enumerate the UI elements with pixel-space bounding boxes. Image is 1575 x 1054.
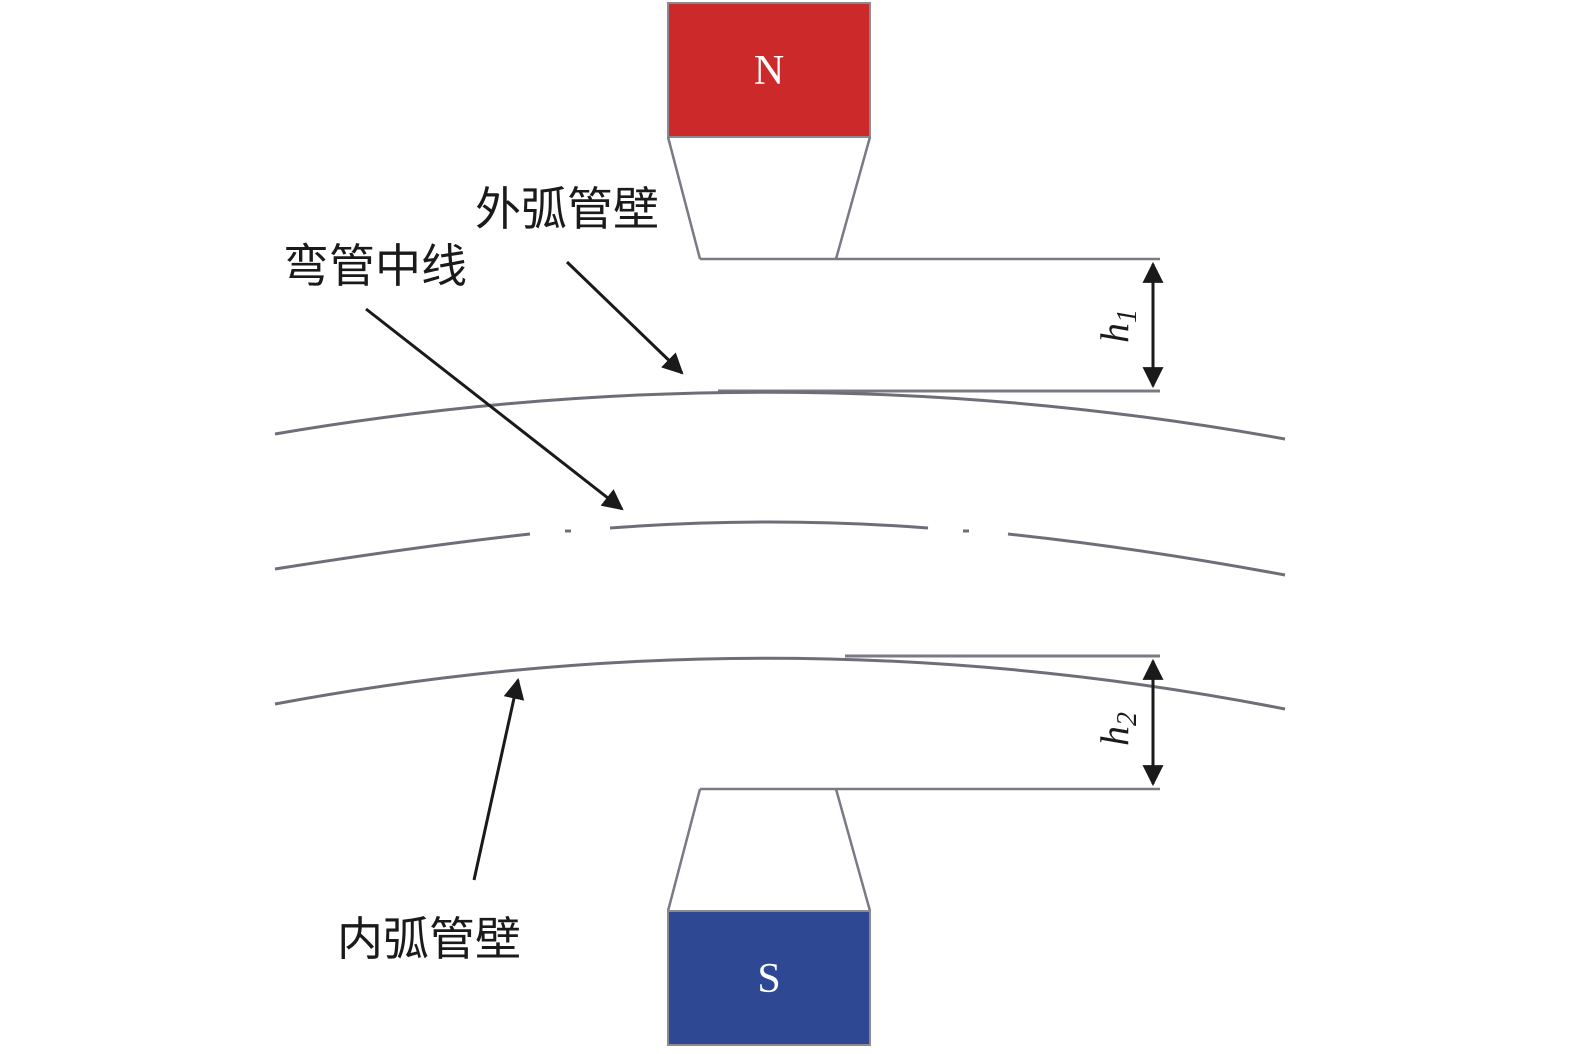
h1-dimension-label: h1 [1092, 309, 1143, 343]
outer-arc-wall [274, 390, 1286, 441]
north-magnet [667, 2, 871, 138]
inner-wall-label: 内弧管壁 [337, 912, 521, 966]
inner-arc-wall [274, 656, 1286, 711]
centerline-label: 弯管中线 [283, 239, 467, 293]
outer-wall-label: 外弧管壁 [475, 182, 659, 236]
outer-wall-leader-arrow [565, 260, 684, 375]
south-magnet-label: S [757, 956, 780, 1002]
north-pole-piece [666, 136, 872, 260]
h2-dimension-label: h2 [1092, 712, 1143, 746]
south-pole-piece [666, 788, 872, 912]
north-magnet-label: N [754, 48, 784, 94]
bend-centerline-left [274, 532, 531, 571]
centerline-leader-arrow [365, 307, 624, 511]
bend-centerline-right [1007, 532, 1286, 577]
svg-text:h2: h2 [1092, 712, 1143, 746]
svg-text:h1: h1 [1092, 309, 1143, 343]
inner-wall-leader-arrow [472, 677, 525, 881]
south-magnet [667, 910, 871, 1046]
bend-centerline-middle [609, 520, 929, 530]
